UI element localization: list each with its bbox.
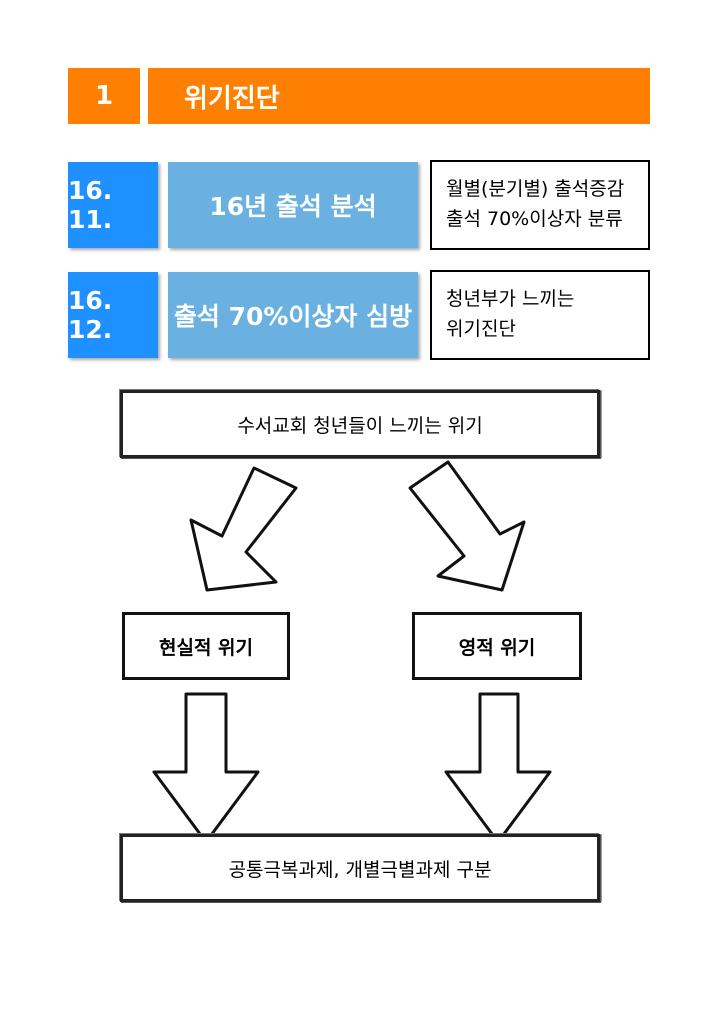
flow-bottom-label: 공통극복과제, 개별극별과제 구분 <box>228 858 492 881</box>
date-label-1: 16. 11. <box>68 162 158 248</box>
note-line: 출석 70%이상자 분류 <box>446 208 623 230</box>
note-line: 월별(분기별) 출석증감 <box>446 178 625 200</box>
section-number: 1 <box>68 68 140 124</box>
note-line: 청년부가 느끼는 <box>446 288 575 310</box>
section-title: 위기진단 <box>148 68 650 124</box>
note-box-2: 청년부가 느끼는 위기진단 <box>430 270 650 360</box>
flow-left-box: 현실적 위기 <box>122 612 290 680</box>
arrow-down-left-icon <box>189 466 298 592</box>
flow-left-label: 현실적 위기 <box>158 636 253 659</box>
arrow-down-right-icon <box>408 460 526 592</box>
date-label-2: 16. 12. <box>68 272 158 358</box>
flow-right-label: 영적 위기 <box>458 636 536 659</box>
topic-label-1: 16년 출석 분석 <box>168 162 418 248</box>
arrow-down-right-lower-icon <box>444 692 552 844</box>
flow-bottom-box: 공통극복과제, 개별극별과제 구분 <box>120 834 600 902</box>
flow-top-box: 수서교회 청년들이 느끼는 위기 <box>120 390 600 458</box>
topic-label-2: 출석 70%이상자 심방 <box>168 272 418 358</box>
note-box-1: 월별(분기별) 출석증감 출석 70%이상자 분류 <box>430 160 650 250</box>
arrow-down-left-lower-icon <box>152 692 260 844</box>
flow-right-box: 영적 위기 <box>412 612 582 680</box>
note-line: 위기진단 <box>446 318 516 340</box>
flow-top-label: 수서교회 청년들이 느끼는 위기 <box>237 414 483 437</box>
